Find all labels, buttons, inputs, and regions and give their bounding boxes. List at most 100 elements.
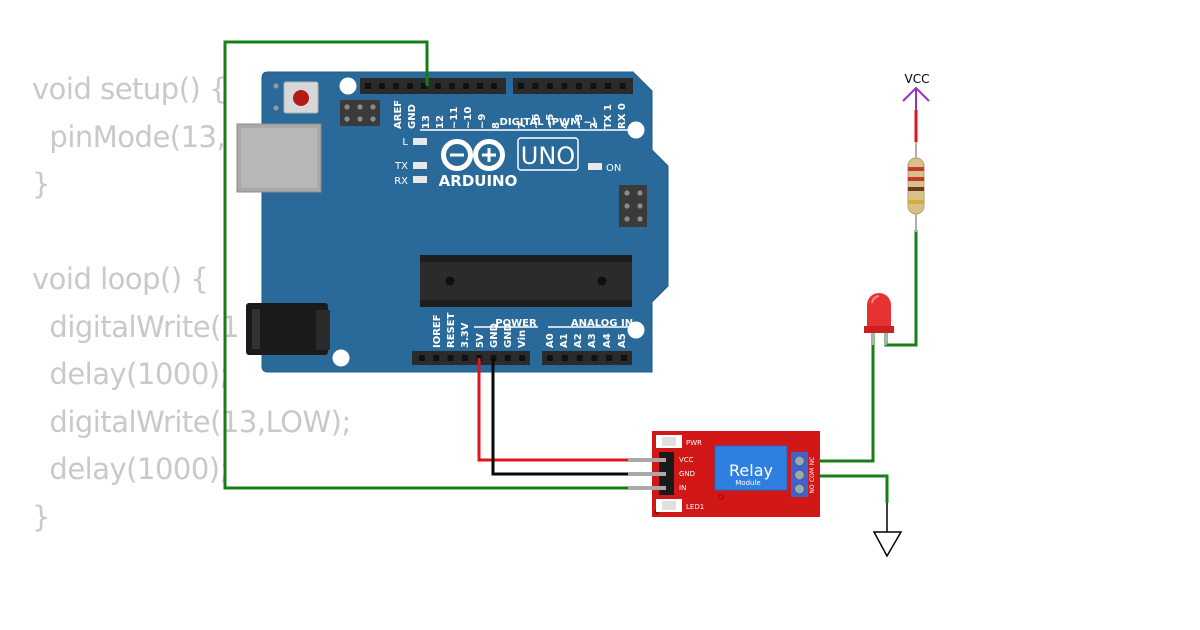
digital-pin-label: ~10 bbox=[463, 107, 474, 129]
header-pin-hole[interactable] bbox=[449, 83, 455, 89]
led-tx-label: TX bbox=[394, 161, 408, 172]
code-editor: void setup() { pinMode(13, } void loop()… bbox=[32, 66, 452, 541]
digital-pin-label: GND bbox=[407, 104, 418, 129]
header-pin-hole[interactable] bbox=[491, 83, 497, 89]
digital-pin-label: 12 bbox=[435, 115, 446, 129]
led-cathode-wire[interactable] bbox=[808, 331, 875, 463]
ground-symbol[interactable] bbox=[872, 503, 903, 558]
digital-pin-label: ~9 bbox=[477, 114, 488, 129]
code-line: void loop() { bbox=[32, 262, 209, 296]
power-jack bbox=[246, 303, 330, 355]
resistor[interactable] bbox=[907, 110, 925, 232]
header-pin-hole[interactable] bbox=[576, 355, 583, 361]
led-l bbox=[413, 138, 427, 145]
header-pin-hole[interactable] bbox=[605, 83, 611, 89]
header-pin-hole[interactable] bbox=[433, 355, 440, 361]
power-wire-5v[interactable] bbox=[477, 358, 630, 462]
ground-wire[interactable] bbox=[491, 358, 630, 476]
digital-pin-label: ~3 bbox=[574, 114, 585, 129]
relay-cube bbox=[714, 445, 788, 491]
red-led[interactable] bbox=[864, 293, 894, 345]
relay-pin-header bbox=[659, 452, 674, 495]
led-on bbox=[588, 163, 602, 170]
pwr-led bbox=[656, 435, 682, 448]
header-pin-hole[interactable] bbox=[393, 83, 399, 89]
header-pin-hole[interactable] bbox=[576, 83, 582, 89]
model-label: UNO bbox=[521, 142, 575, 170]
code-line: digitalWrite(1 bbox=[32, 309, 239, 344]
brand-label: ARDUINO bbox=[439, 172, 518, 190]
header-pin-hole[interactable] bbox=[407, 83, 413, 89]
digital-pin-label: AREF bbox=[393, 100, 404, 129]
resistor-band bbox=[908, 167, 924, 171]
header-pin-hole[interactable] bbox=[519, 355, 526, 361]
power-pin-label: GND bbox=[503, 323, 514, 348]
relay-title: Relay bbox=[729, 461, 773, 480]
digital-pin-label: TX 1 bbox=[603, 104, 614, 129]
vcc-symbol[interactable]: VCC bbox=[902, 72, 930, 110]
terminal-label: NC bbox=[809, 457, 816, 466]
vcc-label: VCC bbox=[905, 72, 930, 86]
header-pin-hole[interactable] bbox=[532, 83, 539, 89]
power-header bbox=[412, 351, 632, 365]
header-pin-hole[interactable] bbox=[463, 83, 469, 89]
digital-pin-label: 8 bbox=[491, 122, 502, 129]
analog-pin-label: A0 bbox=[545, 333, 556, 348]
header-pin-hole[interactable] bbox=[591, 355, 598, 361]
header-pin-hole[interactable] bbox=[447, 355, 454, 361]
header-pin-hole[interactable] bbox=[547, 83, 553, 89]
power-pin-label: Vin bbox=[517, 330, 528, 348]
header-pin-hole[interactable] bbox=[504, 355, 511, 361]
relay-module[interactable]: PWR LED1 VCC GND IN Relay Module NC COM … bbox=[628, 431, 820, 517]
header-pin-hole[interactable] bbox=[606, 355, 613, 361]
relay-pin-label: VCC bbox=[679, 456, 694, 464]
header-pin-hole[interactable] bbox=[461, 355, 468, 361]
header-pin-hole[interactable] bbox=[365, 83, 371, 89]
digital-pin-label: 2 bbox=[589, 122, 600, 129]
led-tx bbox=[413, 162, 427, 169]
code-line: digitalWrite(13,LOW); bbox=[32, 404, 351, 439]
power-pin-label: GND bbox=[489, 323, 500, 348]
led1 bbox=[656, 499, 682, 512]
reset-button[interactable] bbox=[273, 81, 319, 114]
digital-pin-label: ~6 bbox=[531, 114, 542, 129]
code-line: } bbox=[32, 499, 50, 534]
power-pin-label: RESET bbox=[446, 312, 457, 348]
header-pin-hole[interactable] bbox=[379, 83, 385, 89]
digital-pin-label: ~11 bbox=[449, 107, 460, 129]
usb-connector bbox=[236, 123, 322, 193]
header-pin-hole[interactable] bbox=[419, 355, 425, 361]
code-line: void setup() { bbox=[32, 72, 228, 106]
analog-pin-label: A3 bbox=[587, 333, 598, 348]
code-line: delay(1000); bbox=[32, 357, 229, 391]
led-rx-label: RX bbox=[394, 176, 408, 187]
microcontroller-chip bbox=[420, 255, 632, 307]
analog-pin-label: A1 bbox=[559, 333, 570, 348]
mounting-hole bbox=[627, 321, 645, 339]
power-pin-label: 5V bbox=[475, 333, 486, 348]
led1-label: LED1 bbox=[686, 503, 704, 511]
digital-section-label: DIGITAL (PWM ~) bbox=[500, 117, 597, 128]
header-pin-hole[interactable] bbox=[547, 355, 553, 361]
digital-pin-label: ~5 bbox=[545, 114, 556, 129]
header-pin-hole[interactable] bbox=[435, 83, 441, 89]
header-pin-hole[interactable] bbox=[518, 83, 524, 89]
code-line: delay(1000); bbox=[32, 452, 229, 486]
signal-wire-pin13[interactable] bbox=[223, 40, 630, 490]
header-pin-hole[interactable] bbox=[590, 83, 597, 89]
header-pin-hole[interactable] bbox=[561, 355, 568, 361]
arduino-logo-icon bbox=[441, 139, 505, 171]
header-pin-hole[interactable] bbox=[561, 83, 568, 89]
power-pin-label: 3.3V bbox=[460, 322, 471, 348]
relay-pin-label: GND bbox=[679, 470, 695, 478]
header-pin-hole[interactable] bbox=[477, 83, 483, 89]
header-pin-hole[interactable] bbox=[621, 355, 627, 361]
header-pin-hole[interactable] bbox=[421, 83, 427, 89]
com-to-ground-wire[interactable] bbox=[808, 474, 889, 503]
header-pin-hole[interactable] bbox=[619, 83, 626, 89]
code-line: } bbox=[32, 167, 50, 201]
mounting-hole bbox=[339, 77, 357, 95]
resistor-band bbox=[908, 177, 924, 181]
